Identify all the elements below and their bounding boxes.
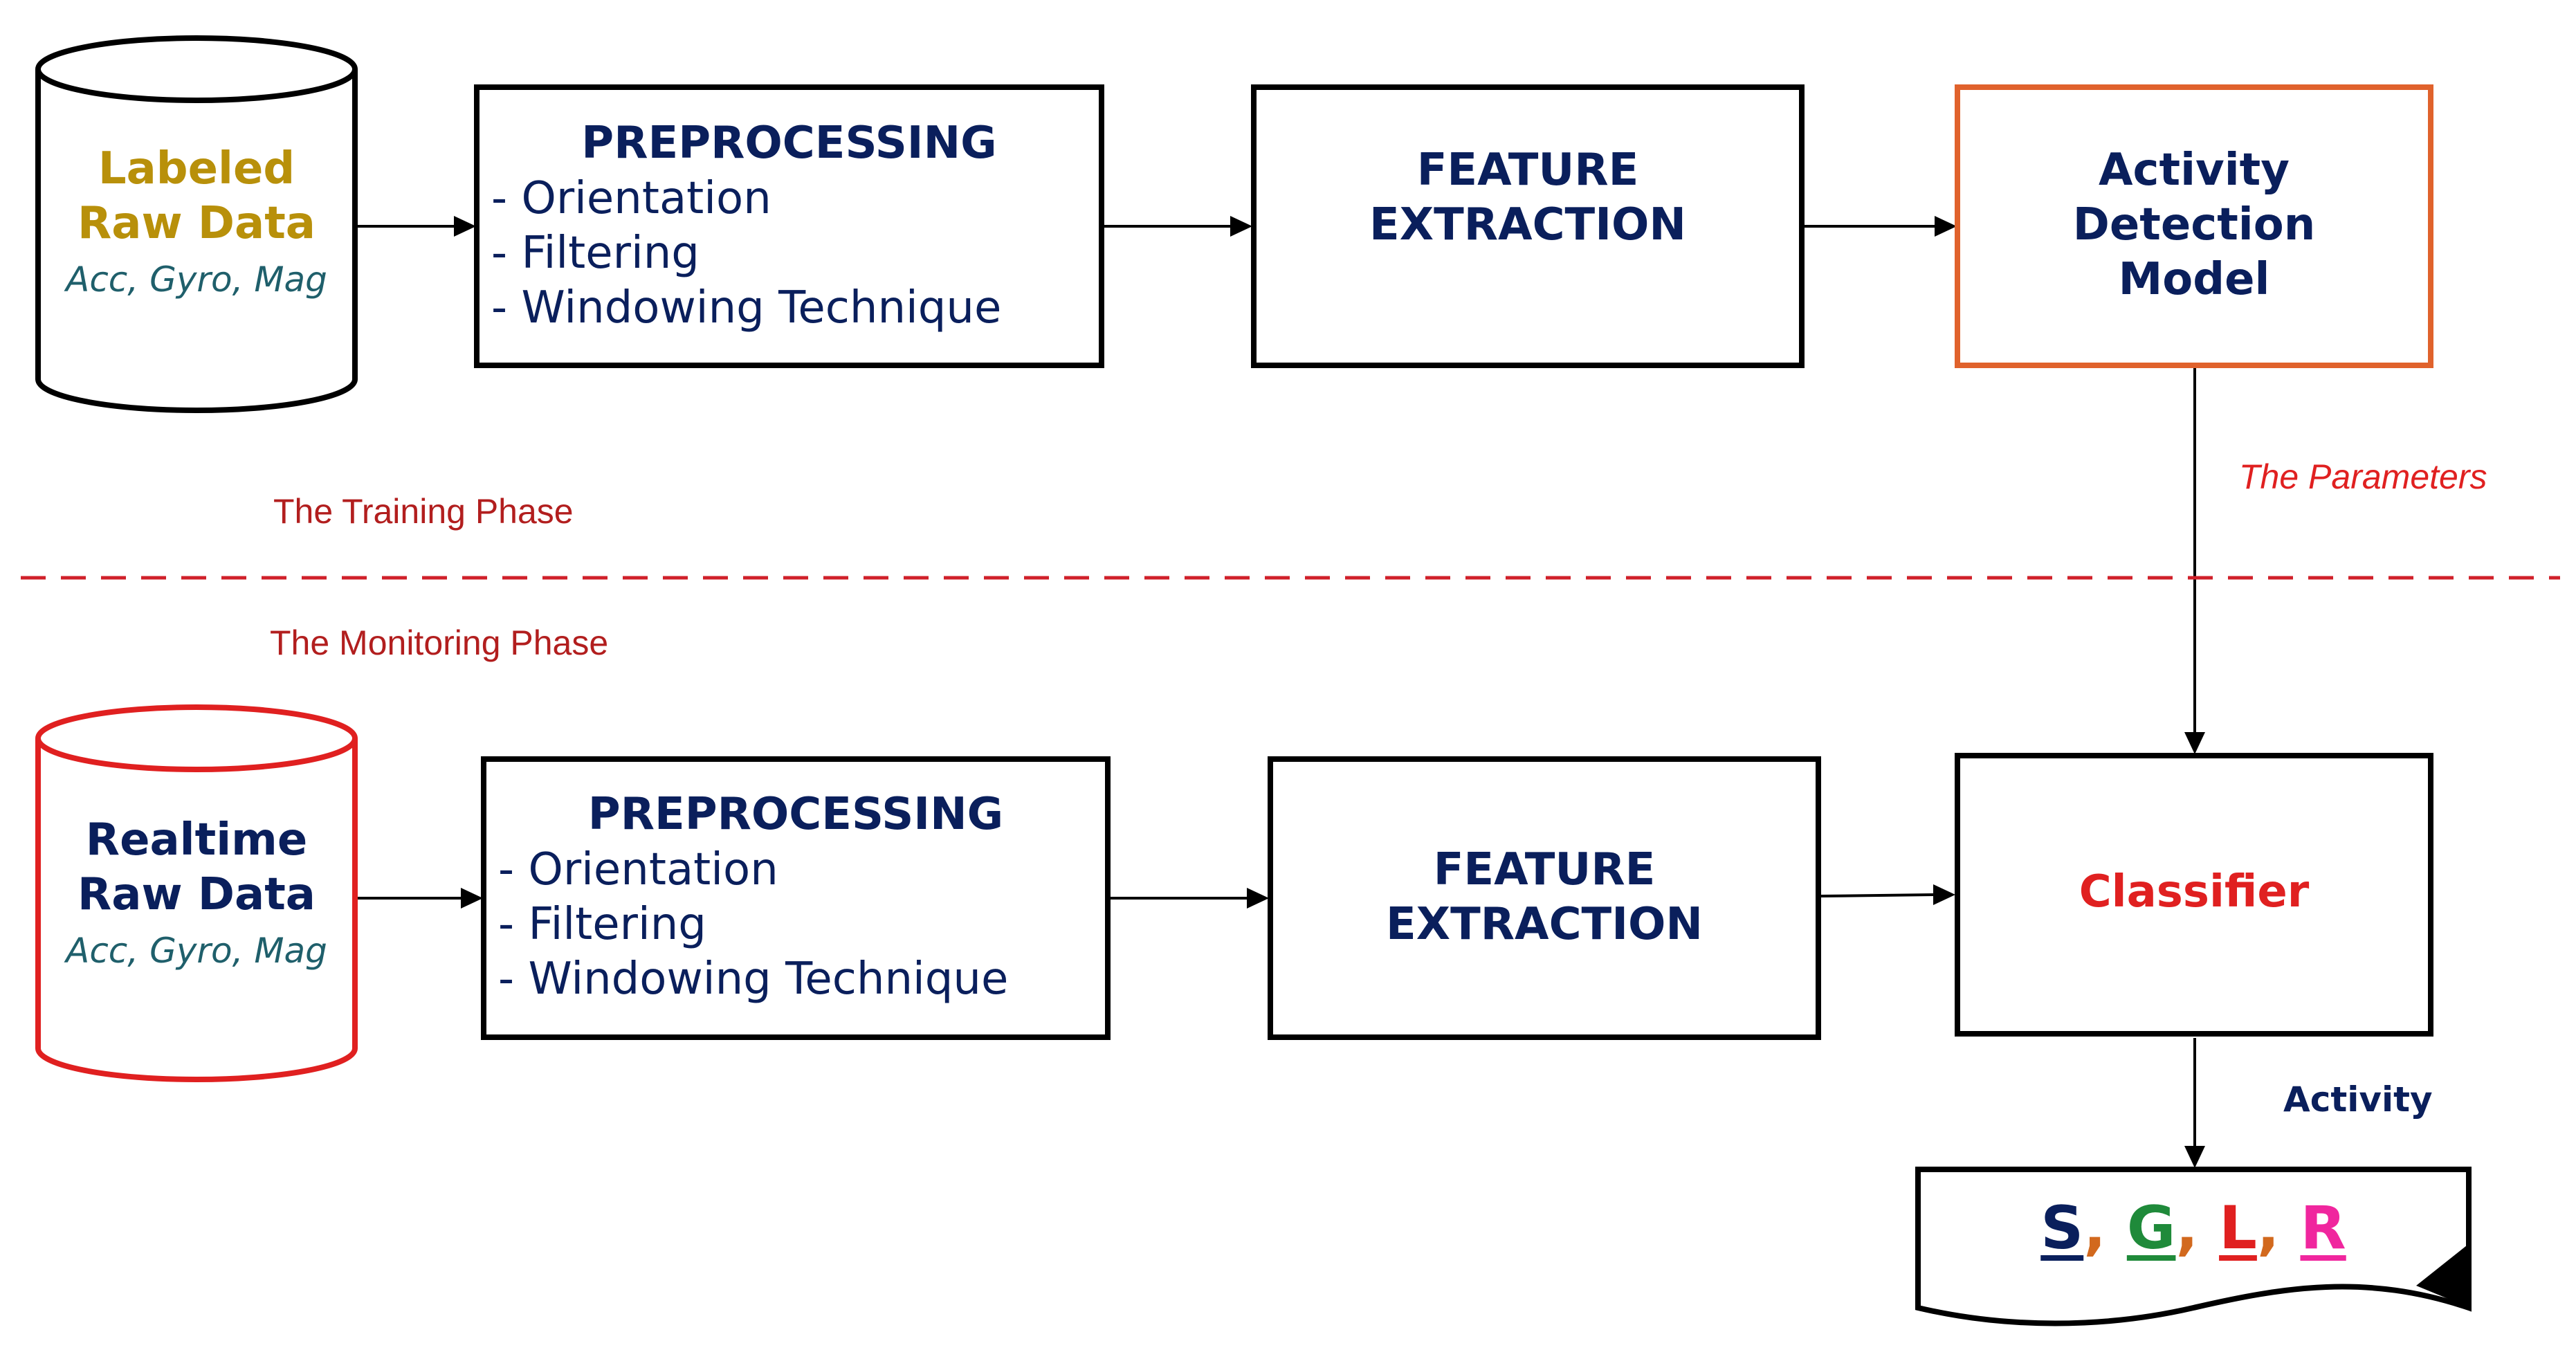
training-preprocessing-items: - Orientation - Filtering - Windowing Te… bbox=[491, 172, 1001, 336]
monitoring-feature-line2: EXTRACTION bbox=[1386, 899, 1703, 950]
monitoring-phase-label: The Monitoring Phase bbox=[270, 623, 609, 662]
training-preprocessing-item-orientation: - Orientation bbox=[491, 173, 771, 224]
training-feature-line1: FEATURE bbox=[1416, 145, 1639, 196]
monitoring-preprocessing-item-windowing: - Windowing Technique bbox=[498, 954, 1009, 1005]
arrow-classifier-to-output bbox=[2184, 1038, 2205, 1168]
training-preprocessing-box bbox=[474, 84, 1104, 368]
separator: , bbox=[2256, 1194, 2301, 1263]
monitoring-preprocessing-box bbox=[481, 756, 1111, 1040]
monitoring-preprocessing-title: PREPROCESSING bbox=[587, 789, 1004, 840]
monitoring-preprocessing-item-orientation: - Orientation bbox=[498, 844, 778, 895]
training-feature-box bbox=[1251, 84, 1805, 368]
monitoring-feature-box bbox=[1268, 756, 1821, 1040]
separator: , bbox=[2175, 1194, 2220, 1263]
model-line1: Activity bbox=[2099, 145, 2290, 196]
monitoring-feature-line1: FEATURE bbox=[1433, 844, 1656, 895]
arrow-training-source-to-preprocessing bbox=[354, 216, 476, 237]
training-preprocessing-title: PREPROCESSING bbox=[581, 118, 997, 169]
training-feature-label: FEATURE EXTRACTION bbox=[1251, 143, 1805, 253]
monitoring-source-line1: Realtime bbox=[85, 814, 308, 866]
output-document bbox=[1915, 1167, 2472, 1326]
monitoring-source-label: Realtime Raw Data bbox=[38, 813, 355, 922]
separator: , bbox=[2083, 1194, 2127, 1263]
training-source-line2: Raw Data bbox=[77, 198, 316, 249]
model-line2: Detection bbox=[2072, 199, 2316, 250]
activity-detection-model-box bbox=[1955, 84, 2433, 368]
activity-g: G bbox=[2126, 1194, 2176, 1263]
activity-result: S, G, L, R bbox=[1918, 1194, 2469, 1263]
training-source-label: Labeled Raw Data bbox=[38, 142, 355, 251]
classifier-label: Classifier bbox=[2079, 866, 2310, 918]
activity-l: L bbox=[2219, 1194, 2257, 1263]
arrow-training-feature-to-model bbox=[1805, 216, 1957, 237]
training-phase-label: The Training Phase bbox=[273, 492, 574, 531]
monitoring-source-sensors: Acc, Gyro, Mag bbox=[66, 931, 327, 971]
arrow-monitoring-source-to-preprocessing bbox=[354, 888, 483, 909]
activity-detection-model-label: Activity Detection Model bbox=[1955, 143, 2433, 307]
monitoring-source-line2: Raw Data bbox=[77, 869, 316, 920]
training-source-line1: Labeled bbox=[98, 143, 295, 194]
monitoring-preprocessing-item-filtering: - Filtering bbox=[498, 899, 706, 950]
cylinder-training-source bbox=[35, 35, 358, 413]
training-preprocessing-item-windowing: - Windowing Technique bbox=[491, 282, 1002, 334]
arrow-monitoring-feature-to-classifier bbox=[1820, 884, 1955, 905]
monitoring-preprocessing-items: - Orientation - Filtering - Windowing Te… bbox=[498, 843, 1008, 1007]
training-feature-line2: EXTRACTION bbox=[1369, 199, 1686, 250]
training-preprocessing-item-filtering: - Filtering bbox=[491, 228, 700, 279]
activity-sitting: S bbox=[2040, 1194, 2084, 1263]
activity-r: R bbox=[2300, 1194, 2346, 1263]
monitoring-feature-label: FEATURE EXTRACTION bbox=[1268, 843, 1821, 952]
model-line3: Model bbox=[2118, 254, 2270, 305]
parameters-label: The Parameters bbox=[2239, 457, 2487, 496]
training-source-sensors: Acc, Gyro, Mag bbox=[66, 259, 327, 300]
arrow-training-preprocessing-to-feature bbox=[1104, 216, 1252, 237]
activity-label: Activity bbox=[2283, 1079, 2433, 1120]
cylinder-monitoring-source bbox=[35, 704, 358, 1082]
arrow-monitoring-preprocessing-to-feature bbox=[1111, 888, 1269, 909]
arrow-model-to-classifier bbox=[2184, 368, 2205, 754]
classifier-box bbox=[1955, 753, 2433, 1037]
